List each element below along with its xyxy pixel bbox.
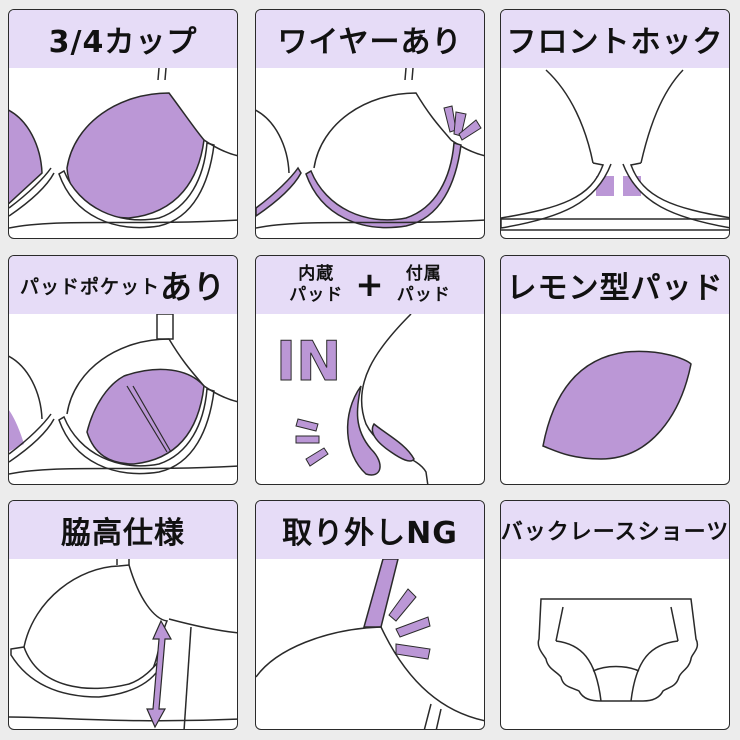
tile-header: ワイヤーあり: [256, 10, 484, 68]
tile-header: パッドポケット あり: [9, 256, 237, 314]
front-hook-bra-icon: [501, 69, 729, 231]
back-lace-shorts-icon: [537, 598, 699, 702]
tile-non-removable: 取り外しNG: [255, 500, 485, 730]
pad-pocket-bra-icon: [9, 314, 237, 475]
tile-back-lace-shorts: バックレースショーツ: [500, 500, 730, 730]
tile-underwire: ワイヤーあり: [255, 9, 485, 239]
high-side-bra-icon: [9, 559, 237, 729]
plus-sign: +: [355, 265, 385, 305]
tile-title: 3/4カップ: [48, 25, 198, 60]
built-in-pad-icon: IN: [276, 314, 429, 484]
tile-title: フロントホック: [506, 25, 724, 60]
tile-header: 3/4カップ: [9, 10, 237, 68]
tile-high-side: 脇高仕様: [8, 500, 238, 730]
in-label: IN: [276, 330, 341, 393]
tile-header: 脇高仕様: [9, 501, 237, 559]
tile-title: ワイヤーあり: [277, 25, 463, 60]
tile-header: バックレースショーツ: [501, 501, 729, 559]
tile-built-in-pad: 内蔵パッド + 付属パッド IN: [255, 255, 485, 485]
lemon-shaped-pad-icon: [542, 350, 692, 460]
tile-title-small: パッドポケット: [19, 275, 160, 298]
non-removable-strap-icon: [256, 559, 484, 729]
tile-title-big: あり: [160, 268, 227, 306]
tile-header: フロントホック: [501, 10, 729, 68]
underwire-bra-icon: [256, 68, 484, 229]
tile-title: 脇高仕様: [61, 516, 185, 551]
tile-header: 内蔵パッド + 付属パッド: [256, 256, 484, 314]
attached-pad-label: 付属パッド: [396, 264, 451, 305]
tile-title: バックレースショーツ: [500, 520, 730, 545]
tile-lemon-pad: レモン型パッド: [500, 255, 730, 485]
tile-front-hook: フロントホック: [500, 9, 730, 239]
tile-title: レモン型パッド: [506, 271, 724, 306]
built-in-pad-label: 内蔵パッド: [289, 264, 344, 305]
three-quarter-cup-bra-icon: [9, 68, 237, 229]
tile-title: 取り外しNG: [282, 516, 458, 551]
tile-header: レモン型パッド: [501, 256, 729, 314]
tile-pad-pocket: パッドポケット あり: [8, 255, 238, 485]
tile-header: 取り外しNG: [256, 501, 484, 559]
tile-three-quarter-cup: 3/4カップ: [8, 9, 238, 239]
